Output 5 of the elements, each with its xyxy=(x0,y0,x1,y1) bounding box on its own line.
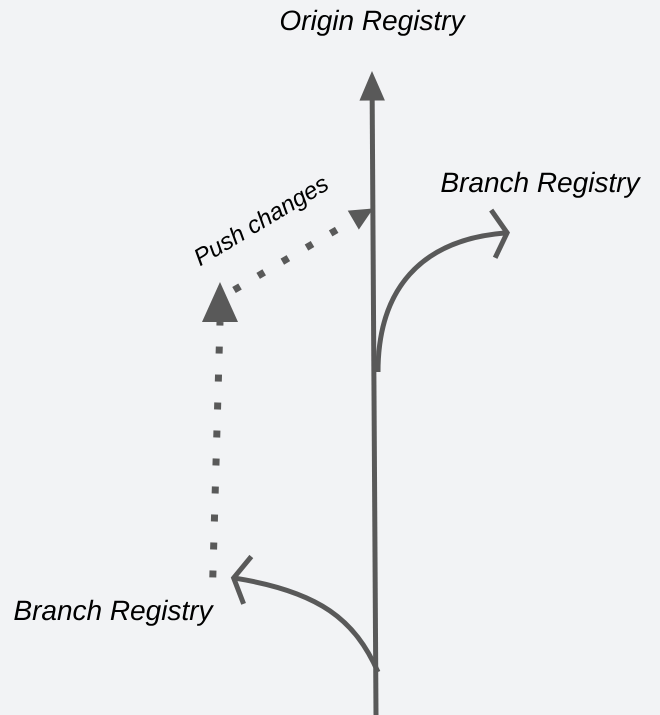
node-label: Branch Registry xyxy=(14,600,214,626)
node-label: Origin Registry xyxy=(280,10,466,36)
node-label: Branch Registry xyxy=(441,172,641,198)
arrow xyxy=(376,208,510,372)
arrow xyxy=(230,554,380,674)
